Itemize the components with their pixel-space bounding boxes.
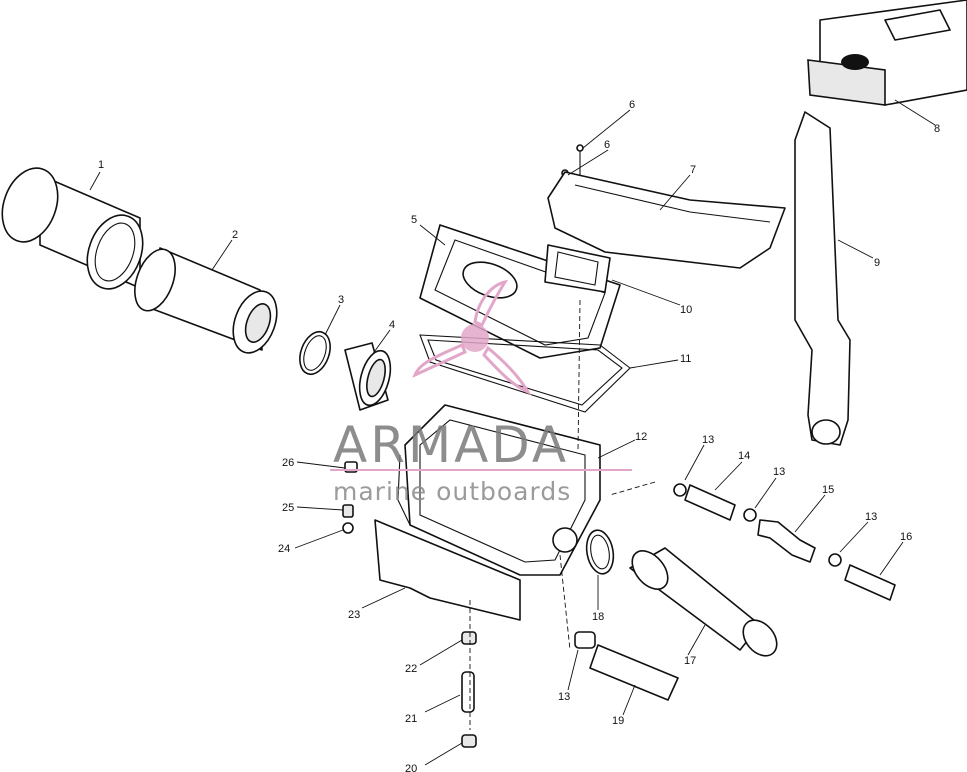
- part-drain-hose: [574, 631, 679, 701]
- part-intake-duct: [547, 171, 786, 269]
- callout-17: 17: [684, 655, 696, 667]
- callout-26: 26: [282, 457, 294, 469]
- armada-watermark: ARMADA marine outboards: [330, 279, 632, 506]
- watermark-tagline: marine outboards: [333, 477, 571, 506]
- callout-21: 21: [405, 713, 417, 725]
- propeller-logo-icon: [412, 279, 532, 396]
- part-airbox-base: [397, 404, 601, 576]
- callout-1: 1: [98, 159, 104, 171]
- part-air-filter-element: [134, 247, 278, 354]
- watermark-brand: ARMADA: [333, 416, 569, 474]
- part-prefilter-sleeve: [1, 167, 144, 290]
- callout-6b: 6: [604, 139, 610, 151]
- callout-15: 15: [822, 484, 834, 496]
- part-drain-plug: [461, 631, 477, 748]
- part-adapter: [344, 342, 392, 411]
- callout-25: 25: [282, 502, 294, 514]
- callout-13c: 13: [865, 511, 877, 523]
- callout-3: 3: [338, 294, 344, 306]
- callout-12: 12: [635, 431, 647, 443]
- callout-9: 9: [874, 257, 880, 269]
- part-clamp-ring: [299, 330, 331, 376]
- callout-13b: 13: [773, 466, 785, 478]
- callout-24: 24: [278, 543, 290, 555]
- callout-2: 2: [232, 229, 238, 241]
- callout-8: 8: [934, 123, 940, 135]
- callout-19: 19: [612, 715, 624, 727]
- callout-18: 18: [592, 611, 604, 623]
- callout-7: 7: [690, 164, 696, 176]
- callout-10: 10: [680, 304, 692, 316]
- part-snorkel-tube: [794, 111, 851, 446]
- callout-20: 20: [405, 763, 417, 772]
- leader-lines: [89, 99, 936, 766]
- part-duct-adapter: [544, 244, 611, 293]
- alignment-lines: [469, 299, 656, 730]
- callout-4: 4: [389, 319, 395, 331]
- callout-13d: 13: [558, 691, 570, 703]
- callout-11: 11: [680, 353, 691, 365]
- callout-13a: 13: [702, 434, 714, 446]
- callout-labels: 1 2 3 4 5 6 6 7 8 9 10 11 12 13 14 13 15…: [98, 99, 940, 772]
- part-outlet-boot: [629, 547, 778, 657]
- callout-22: 22: [405, 663, 417, 675]
- callout-5: 5: [411, 214, 417, 226]
- part-snorkel-box: [807, 0, 967, 106]
- part-fittings-hoses: [673, 483, 896, 601]
- callout-23: 23: [348, 609, 360, 621]
- part-o-ring: [585, 529, 615, 575]
- callout-14: 14: [738, 450, 750, 462]
- part-shield: [374, 519, 521, 621]
- callout-6: 6: [629, 99, 635, 111]
- callout-16: 16: [900, 531, 912, 543]
